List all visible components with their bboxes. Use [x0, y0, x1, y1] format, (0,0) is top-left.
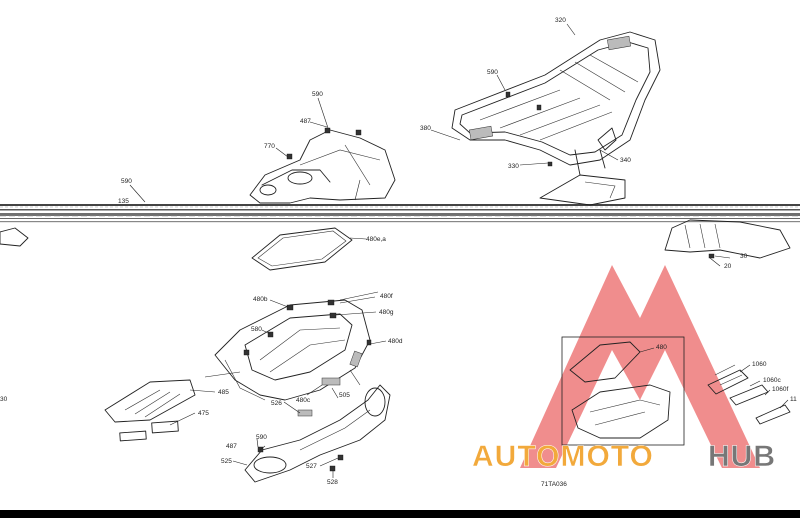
- callout-480ea: 480e,a: [366, 236, 386, 243]
- panel-near-band: [539, 174, 626, 206]
- scan-band: [0, 204, 800, 223]
- callout-485: 485: [218, 389, 229, 396]
- front-cover-770: [249, 129, 396, 204]
- callout-580: 580: [251, 326, 262, 333]
- callout-330: 330: [508, 163, 519, 170]
- callout-30-left: 30: [0, 396, 8, 403]
- bumper-525: [244, 384, 391, 483]
- callout-590: 590: [487, 69, 498, 76]
- storage-tub-580: [214, 299, 371, 401]
- callout-526: 526: [271, 400, 282, 407]
- callout-1060: 1060: [752, 361, 767, 368]
- callout-528: 528: [327, 479, 338, 486]
- callout-487: 487: [226, 443, 237, 450]
- callout-11: 11: [790, 396, 797, 403]
- seal-480ea: [251, 227, 353, 271]
- callout-labels: 320 590 380 330 340 590 487 770 590 135 …: [0, 17, 797, 486]
- callout-487: 487: [300, 118, 311, 125]
- callout-30: 30: [740, 253, 748, 260]
- floor-plate-485: [104, 379, 196, 423]
- figure-code: 71TA036: [541, 481, 567, 488]
- callout-135: 135: [118, 198, 129, 205]
- callout-505: 505: [339, 392, 350, 399]
- callout-380: 380: [420, 125, 431, 132]
- callout-480: 480: [656, 344, 667, 351]
- callout-480d: 480d: [388, 338, 403, 345]
- watermark-hub: HUB: [708, 440, 776, 473]
- callout-480c: 480c: [296, 397, 311, 404]
- callout-1060f: 1060f: [772, 386, 788, 393]
- callout-475: 475: [198, 410, 209, 417]
- callout-590: 590: [121, 178, 132, 185]
- callout-770: 770: [264, 143, 275, 150]
- right-fender: [664, 219, 791, 259]
- watermark-logo: [520, 265, 760, 468]
- bottom-strip: [0, 510, 800, 518]
- callout-525: 525: [221, 458, 232, 465]
- watermark-text: AUTOMOTO HUB: [472, 440, 776, 474]
- callout-20: 20: [724, 263, 732, 270]
- callout-320: 320: [555, 17, 566, 24]
- left-fender: [0, 227, 29, 247]
- callout-340: 340: [620, 157, 631, 164]
- callout-480g: 480g: [379, 309, 394, 316]
- callout-590: 590: [256, 434, 267, 441]
- watermark-automoto: AUTOMOTO: [472, 440, 654, 473]
- callout-1060c: 1060c: [763, 377, 781, 384]
- callout-527: 527: [306, 463, 317, 470]
- pads-475: [119, 420, 179, 442]
- callout-480f: 480f: [380, 293, 393, 300]
- callout-590: 590: [312, 91, 323, 98]
- rear-rack-320: [451, 31, 661, 176]
- bracket-340: [597, 127, 617, 151]
- callout-480b: 480b: [253, 296, 268, 303]
- leader-lines: [129, 23, 789, 478]
